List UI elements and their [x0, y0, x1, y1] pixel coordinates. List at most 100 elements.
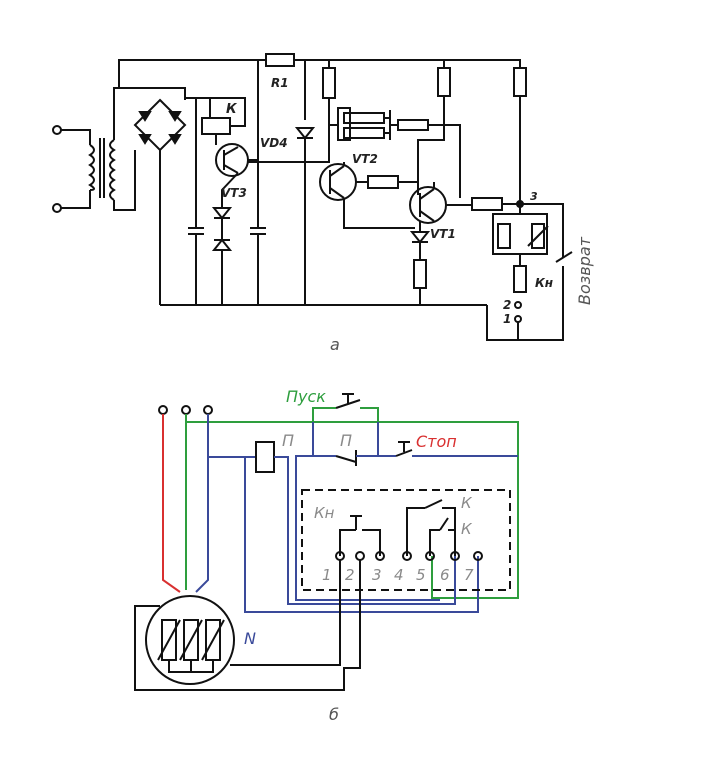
wire	[362, 529, 381, 556]
wire	[356, 422, 379, 457]
input-terminal-top	[52, 125, 62, 135]
wire	[61, 190, 91, 209]
caption-b: б	[329, 705, 339, 724]
label-k: К	[226, 102, 238, 117]
wire	[221, 172, 239, 208]
wire	[343, 198, 415, 229]
label-terminal-1: 1	[503, 312, 511, 326]
wire	[113, 150, 136, 211]
wire-green-loop	[186, 421, 519, 599]
resistor	[397, 119, 429, 131]
wire	[406, 507, 425, 556]
motor-windings	[157, 619, 225, 673]
resistor-r1	[265, 53, 295, 67]
zener-diode	[409, 231, 431, 244]
phase-terminal-2	[181, 405, 191, 415]
terminal-label-4: 4	[394, 566, 404, 584]
terminal-strip	[335, 551, 483, 561]
wire	[428, 124, 461, 198]
wire	[486, 266, 564, 341]
terminal-label-2: 2	[345, 566, 355, 584]
wire-blue-bottom	[244, 457, 479, 613]
wire-coil-p	[274, 456, 456, 605]
diode-bridge	[133, 98, 187, 305]
p-contact	[335, 455, 357, 463]
wire	[312, 407, 336, 422]
wire	[294, 59, 521, 68]
terminal-label-5: 5	[416, 566, 426, 584]
input-terminal-bottom	[52, 203, 62, 213]
k-contact-1	[424, 499, 443, 509]
diagram-b	[134, 393, 519, 691]
resistor	[471, 197, 503, 211]
terminal-label-3: 3	[372, 566, 382, 584]
label-motor: N	[244, 629, 256, 648]
label-vt1: VT1	[430, 227, 456, 241]
wire	[360, 407, 379, 422]
resistor	[513, 265, 527, 293]
stop-button-contact	[395, 449, 413, 457]
wire-phase-red	[162, 414, 181, 593]
terminal-label-1: 1	[322, 566, 332, 584]
controller-box	[301, 489, 511, 591]
resistor	[437, 67, 451, 97]
wire	[417, 96, 445, 195]
label-kn: Кн	[535, 276, 553, 290]
wire	[429, 529, 440, 556]
label-terminal-2: 2	[503, 298, 511, 312]
label-stop: Стоп	[416, 432, 457, 451]
label-k2: К	[461, 520, 473, 538]
resistor	[322, 67, 336, 99]
contactor-coil-p	[255, 441, 275, 473]
thermistor	[531, 223, 545, 249]
k-contact-2	[439, 517, 449, 531]
resistor	[367, 175, 399, 189]
resistor	[497, 223, 511, 249]
wire	[339, 529, 356, 556]
wire	[520, 203, 564, 258]
terminal-label-7: 7	[464, 566, 474, 584]
transformer	[88, 138, 116, 201]
label-k1: К	[461, 494, 473, 512]
wire-phase-blue	[195, 414, 209, 593]
label-kn: Кн	[314, 504, 335, 522]
diagram-a	[52, 53, 573, 341]
label-p1: П	[282, 431, 294, 450]
wire-motor-2	[134, 560, 361, 691]
diode-vd4	[294, 127, 316, 140]
terminal-label-6: 6	[440, 566, 450, 584]
motor	[145, 595, 235, 685]
kn-contact	[555, 251, 573, 263]
wire	[248, 60, 259, 161]
resistor	[513, 67, 527, 97]
diode	[211, 238, 233, 251]
label-node-3: 3	[530, 190, 538, 203]
label-vt2: VT2	[352, 152, 378, 166]
zener-diode	[211, 207, 233, 220]
diagram-a-labels: R1 К VD4 VT3 VT2 VT1 3 Кн 2 1 Возврат а	[221, 76, 594, 354]
terminal-2	[514, 301, 522, 309]
label-vt3: VT3	[221, 186, 247, 200]
terminal-1	[514, 315, 522, 323]
transistor-vt3	[215, 143, 249, 177]
wire	[113, 87, 186, 140]
phase-terminal-1	[158, 405, 168, 415]
wire	[118, 59, 266, 88]
resistor	[413, 259, 427, 289]
wire	[61, 129, 91, 145]
label-vd4: VD4	[260, 136, 288, 150]
label-return: Возврат	[575, 236, 594, 305]
wire-p-contact	[295, 422, 440, 601]
label-start: Пуск	[286, 387, 326, 406]
phase-terminal-3	[203, 405, 213, 415]
label-r1: R1	[271, 76, 289, 90]
wire	[210, 97, 246, 127]
caption-a: а	[330, 335, 340, 354]
label-p2: П	[340, 431, 352, 450]
wire-motor-1	[230, 560, 341, 666]
wire	[185, 97, 211, 118]
relay-coil-k	[201, 117, 231, 135]
